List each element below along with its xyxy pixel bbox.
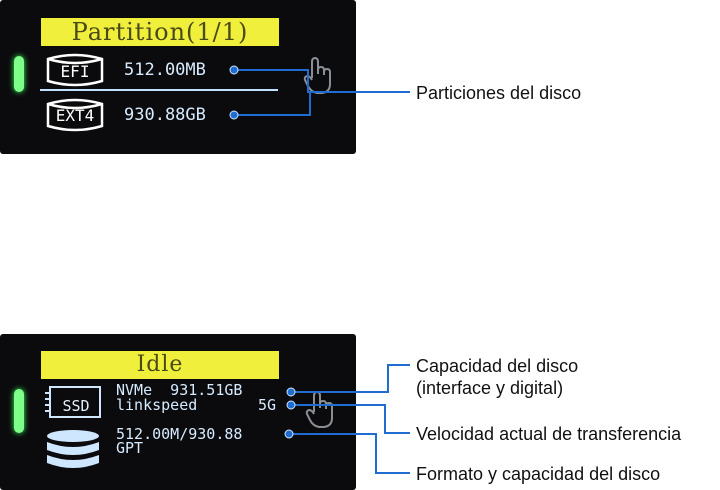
partition-type-label: EFI (60, 62, 90, 81)
partition-size: 930.88GB (124, 105, 206, 125)
format-capacity-line: 512.00M/930.88 (116, 425, 243, 443)
callout-label-speed: Velocidad actual de transferencia (416, 424, 682, 444)
filesystem-format: GPT (116, 439, 144, 457)
partition-size: 512.00MB (124, 60, 206, 80)
callout-label-capacity-sub: (interface y digital) (416, 378, 564, 398)
ssd-icon (45, 386, 101, 418)
status-indicator (14, 56, 24, 92)
capacity-line: NVMe 931.51GB (116, 381, 243, 399)
hand-cursor-icon (303, 56, 331, 94)
screen-header: Partition(1/1) (41, 18, 279, 46)
divider (40, 89, 278, 91)
drive-type-badge: SSD (62, 397, 90, 415)
linkspeed-label: linkspeed (116, 396, 198, 414)
partition-type-label: EXT4 (55, 106, 95, 125)
hand-cursor-icon (305, 390, 333, 428)
status-indicator (14, 389, 24, 433)
screen-header: Idle (41, 351, 279, 379)
disk-stack-icon (47, 430, 99, 468)
idle-screen: Idle SSD NVMe 931.51GB linkspeed 5G 512.… (0, 334, 356, 490)
callout-label-partitions: Particiones del disco (416, 83, 582, 103)
efi-partition-icon (46, 53, 104, 87)
ext4-partition-icon (46, 98, 104, 132)
callout-label-capacity: Capacidad del disco (416, 356, 579, 376)
linkspeed-value: 5G (258, 396, 277, 414)
partition-screen: Partition(1/1) EFI 512.00MB EXT4 930.88G… (0, 0, 356, 154)
callout-label-format: Formato y capacidad del disco (416, 464, 661, 484)
